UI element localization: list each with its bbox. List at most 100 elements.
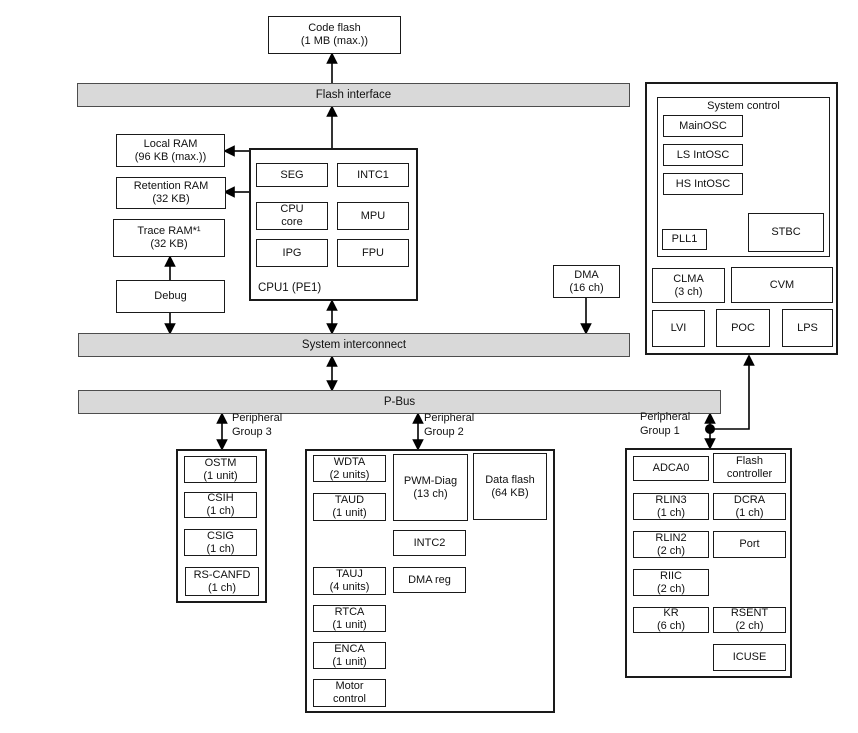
rlin2-label: RLIN2 (655, 531, 687, 544)
peripheral-group2-label-line2: Group 2 (424, 426, 464, 438)
peripheral-group1-label-line2: Group 1 (640, 425, 680, 437)
csig-label: CSIG (207, 529, 234, 542)
intc1-box: INTC1 (337, 163, 409, 187)
kr-box: KR (6 ch) (633, 607, 709, 633)
adca0-label: ADCA0 (652, 462, 690, 474)
intc1-label: INTC1 (357, 168, 389, 181)
rs-canfd-channels: (1 ch) (207, 581, 237, 594)
dcra-box: DCRA (1 ch) (713, 493, 786, 520)
kr-label: KR (663, 607, 679, 619)
adca0-box: ADCA0 (633, 456, 709, 481)
enca-label: ENCA (334, 642, 365, 655)
arrow-cpu1-to-retention-ram (223, 186, 249, 198)
code-flash-box: Code flash (1 MB (max.)) (268, 16, 401, 54)
enca-box: ENCA (1 unit) (313, 642, 386, 669)
motor-control-line1: Motor (335, 680, 364, 692)
system-interconnect-bus: System interconnect (78, 333, 630, 357)
local-ram-label: Local RAM (143, 137, 198, 150)
enca-units: (1 unit) (332, 655, 367, 668)
rsent-channels: (2 ch) (735, 620, 764, 632)
cpu-core-line2: core (281, 216, 303, 228)
trace-ram-box: Trace RAM*¹ (32 KB) (113, 219, 225, 257)
poc-box: POC (716, 309, 770, 347)
rlin3-box: RLIN3 (1 ch) (633, 493, 709, 520)
wdta-units: (2 units) (329, 468, 370, 481)
peripheral-group3-label-line2: Group 3 (232, 426, 272, 438)
flash-controller-line1: Flash (736, 455, 763, 467)
peripheral-group2-label: Peripheral Group 2 (424, 411, 474, 439)
pwm-diag-box: PWM-Diag (13 ch) (393, 454, 468, 521)
data-flash-box: Data flash (64 KB) (473, 453, 547, 520)
ostm-units: (1 unit) (203, 469, 238, 482)
arrow-debug-to-interconnect (164, 313, 176, 335)
peripheral-group1-label: Peripheral Group 1 (640, 410, 690, 438)
mpu-label: MPU (360, 209, 386, 222)
hs-intosc-box: HS IntOSC (663, 173, 743, 195)
debug-box: Debug (116, 280, 225, 313)
mainosc-box: MainOSC (663, 115, 743, 137)
peripheral-group1-container (625, 448, 792, 678)
riic-label: RIIC (660, 569, 682, 582)
tauj-box: TAUJ (4 units) (313, 567, 386, 595)
csih-label: CSIH (207, 492, 234, 504)
dma-label: DMA (574, 268, 599, 281)
peripheral-group1-label-line1: Peripheral (640, 411, 691, 423)
system-control-title: System control (707, 100, 780, 112)
peripheral-group2-label-line1: Peripheral (424, 412, 475, 424)
arrow-dma-to-interconnect (580, 298, 592, 335)
stbc-box: STBC (748, 213, 824, 252)
arrow-cpu1-to-flash-interface (326, 105, 338, 148)
arrow-pbus-group3-bidir (216, 412, 228, 451)
cpu-core-box: CPU core (256, 202, 328, 230)
cpu-core-line1: CPU (280, 203, 304, 215)
dma-reg-label: DMA reg (408, 573, 451, 586)
lvi-label: LVI (670, 322, 687, 334)
fpu-label: FPU (362, 246, 384, 259)
tauj-label: TAUJ (336, 568, 363, 580)
flash-interface-label: Flash interface (315, 89, 392, 101)
port-label: Port (739, 538, 760, 550)
riic-channels: (2 ch) (656, 582, 686, 595)
arrow-interconnect-pbus-bidir (326, 355, 338, 392)
seg-label: SEG (280, 168, 304, 181)
code-flash-label: Code flash (308, 22, 361, 34)
rtca-units: (1 unit) (332, 618, 367, 631)
pwm-diag-label: PWM-Diag (403, 474, 458, 487)
intc2-label: INTC2 (413, 536, 446, 549)
rtca-box: RTCA (1 unit) (313, 605, 386, 632)
ipg-label: IPG (282, 246, 302, 259)
rs-canfd-label: RS-CANFD (193, 568, 251, 581)
dma-box: DMA (16 ch) (553, 265, 620, 298)
intc2-box: INTC2 (393, 530, 466, 556)
kr-channels: (6 ch) (656, 620, 686, 632)
motor-control-line2: control (332, 693, 367, 705)
rlin2-box: RLIN2 (2 ch) (633, 531, 709, 558)
rsent-label: RSENT (730, 607, 769, 619)
trace-ram-size: (32 KB) (150, 238, 188, 250)
arrow-pbus-group1-bidir (704, 412, 716, 450)
pll1-label: PLL1 (671, 233, 698, 245)
icuse-label: ICUSE (732, 651, 767, 663)
cvm-box: CVM (731, 267, 833, 303)
riic-box: RIIC (2 ch) (633, 569, 709, 596)
debug-label: Debug (154, 290, 187, 302)
clma-box: CLMA (3 ch) (652, 268, 725, 303)
rlin2-channels: (2 ch) (656, 544, 686, 557)
lps-box: LPS (782, 309, 833, 347)
hs-intosc-label: HS IntOSC (675, 177, 731, 190)
icuse-box: ICUSE (713, 644, 786, 671)
clma-channels: (3 ch) (674, 285, 703, 298)
csih-box: CSIH (1 ch) (184, 492, 257, 518)
arrow-pbus-group2-bidir (412, 412, 424, 451)
wdta-label: WDTA (333, 455, 366, 468)
arrow-flash-interface-to-code-flash (326, 52, 338, 83)
dcra-label: DCRA (733, 493, 766, 506)
dma-channels: (16 ch) (569, 281, 604, 294)
port-box: Port (713, 531, 786, 558)
pll1-box: PLL1 (662, 229, 707, 250)
data-flash-size: (64 KB) (491, 486, 529, 499)
tauj-units: (4 units) (329, 581, 370, 593)
peripheral-group3-label: Peripheral Group 3 (232, 411, 282, 439)
taud-box: TAUD (1 unit) (313, 493, 386, 521)
